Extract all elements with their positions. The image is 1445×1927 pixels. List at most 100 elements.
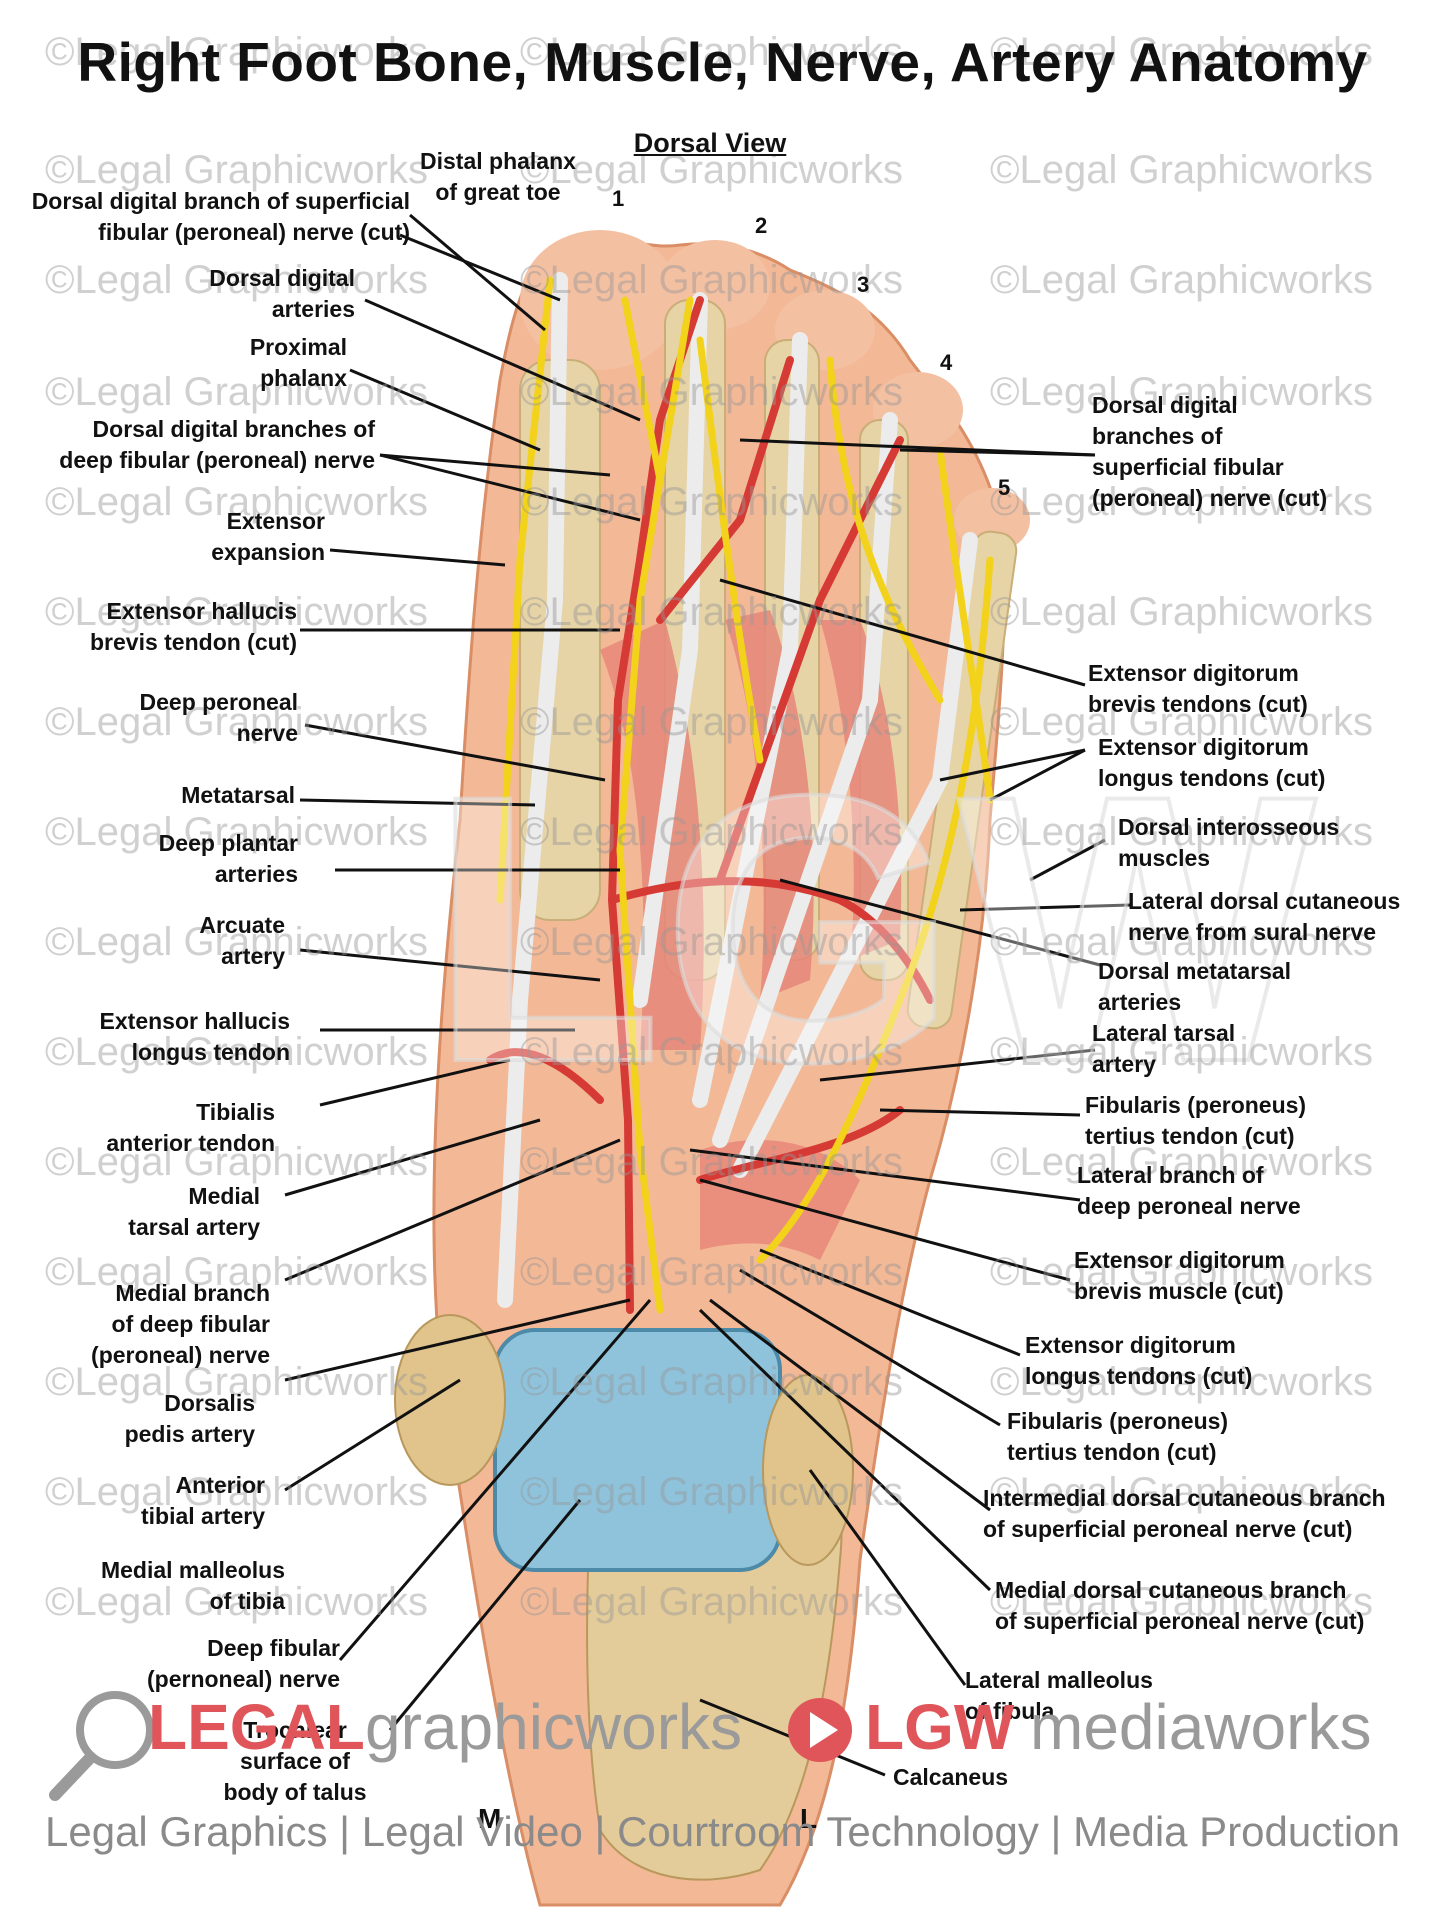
toe-number-2: 2 bbox=[755, 213, 768, 238]
watermark: ©Legal Graphicworks bbox=[520, 700, 903, 744]
watermark: ©Legal Graphicworks bbox=[990, 590, 1373, 634]
watermark: ©Legal Graphicworks bbox=[990, 148, 1373, 192]
watermark: ©Legal Graphicworks bbox=[520, 30, 903, 74]
watermark: ©Legal Graphicworks bbox=[45, 1030, 428, 1074]
brand-mediaworks: mediaworks bbox=[1030, 1691, 1372, 1763]
watermark: ©Legal Graphicworks bbox=[520, 258, 903, 302]
label-deep-fibular-nerve: Deep fibular(pernoneal) nerve bbox=[147, 1635, 340, 1692]
watermark: ©Legal Graphicworks bbox=[990, 700, 1373, 744]
watermark: ©Legal Graphicworks bbox=[520, 1470, 903, 1514]
watermark: ©Legal Graphicworks bbox=[45, 1250, 428, 1294]
watermark: ©Legal Graphicworks bbox=[45, 1470, 428, 1514]
label-fibularis-tertius-tendon-2: Fibularis (peroneus)tertius tendon (cut) bbox=[1007, 1408, 1229, 1465]
watermark: ©Legal Graphicworks bbox=[520, 148, 903, 192]
watermark: ©Legal Graphicworks bbox=[520, 1360, 903, 1404]
label-fibularis-tertius-tendon-1: Fibularis (peroneus)tertius tendon (cut) bbox=[1085, 1092, 1307, 1149]
watermark: ©Legal Graphicworks bbox=[45, 1140, 428, 1184]
watermark: ©Legal Graphicworks bbox=[520, 810, 903, 854]
watermark: ©Legal Graphicworks bbox=[45, 148, 428, 192]
watermark: ©Legal Graphicworks bbox=[45, 30, 428, 74]
watermark: ©Legal Graphicworks bbox=[520, 480, 903, 524]
watermark: ©Legal Graphicworks bbox=[45, 590, 428, 634]
watermark: ©Legal Graphicworks bbox=[990, 370, 1373, 414]
watermark: ©Legal Graphicworks bbox=[520, 370, 903, 414]
leader-lines bbox=[284, 213, 1131, 1777]
watermark: ©Legal Graphicworks bbox=[520, 1250, 903, 1294]
watermark: ©Legal Graphicworks bbox=[45, 700, 428, 744]
watermark: ©Legal Graphicworks bbox=[45, 1360, 428, 1404]
view-subtitle: Dorsal View bbox=[633, 128, 787, 158]
arteries bbox=[486, 296, 934, 1314]
watermark: ©Legal Graphicworks bbox=[45, 1580, 428, 1624]
watermark: ©Legal Graphicworks bbox=[990, 1030, 1373, 1074]
lgw-watermark-glyph: LGW bbox=[430, 716, 1320, 1141]
watermark: ©Legal Graphicworks bbox=[990, 1470, 1373, 1514]
watermark: ©Legal Graphicworks bbox=[520, 1580, 903, 1624]
watermark: ©Legal Graphicworks bbox=[990, 258, 1373, 302]
brand-lgw: LGW bbox=[865, 1691, 1015, 1763]
watermark: ©Legal Graphicworks bbox=[990, 1140, 1373, 1184]
watermark: ©Legal Graphicworks bbox=[990, 810, 1373, 854]
watermark: ©Legal Graphicworks bbox=[45, 810, 428, 854]
toe-number-4: 4 bbox=[940, 350, 953, 375]
watermark: ©Legal Graphicworks bbox=[990, 1250, 1373, 1294]
toe-number-1: 1 bbox=[612, 186, 625, 211]
toe-number-5: 5 bbox=[998, 475, 1011, 500]
watermark: ©Legal Graphicworks bbox=[990, 920, 1373, 964]
watermark: ©Legal Graphicworks bbox=[45, 258, 428, 302]
watermark: ©Legal Graphicworks bbox=[520, 920, 903, 964]
page-title: Right Foot Bone, Muscle, Nerve, Artery A… bbox=[77, 31, 1368, 93]
watermark: ©Legal Graphicworks bbox=[520, 1030, 903, 1074]
label-metatarsal: Metatarsal bbox=[181, 782, 295, 808]
watermark: ©Legal Graphicworks bbox=[45, 480, 428, 524]
footer-tagline: Legal Graphics | Legal Video | Courtroom… bbox=[45, 1808, 1400, 1855]
lateral-marker: L bbox=[800, 1803, 818, 1834]
watermark: ©Legal Graphicworks bbox=[990, 480, 1373, 524]
watermark: ©Legal Graphicworks bbox=[990, 30, 1373, 74]
brand-legal: LEGAL bbox=[148, 1691, 365, 1763]
watermark: ©Legal Graphicworks bbox=[990, 1360, 1373, 1404]
medial-marker: M bbox=[478, 1803, 502, 1834]
watermark: ©Legal Graphicworks bbox=[520, 590, 903, 634]
label-calcaneus: Calcaneus bbox=[893, 1764, 1009, 1790]
brand-graphicworks: graphicworks bbox=[365, 1691, 743, 1763]
watermark: ©Legal Graphicworks bbox=[45, 920, 428, 964]
watermark: ©Legal Graphicworks bbox=[520, 1140, 903, 1184]
magnifier-icon bbox=[76, 1691, 154, 1769]
medial-malleolus bbox=[394, 1314, 506, 1486]
toe-number-3: 3 bbox=[857, 272, 870, 297]
watermark: ©Legal Graphicworks bbox=[45, 370, 428, 414]
